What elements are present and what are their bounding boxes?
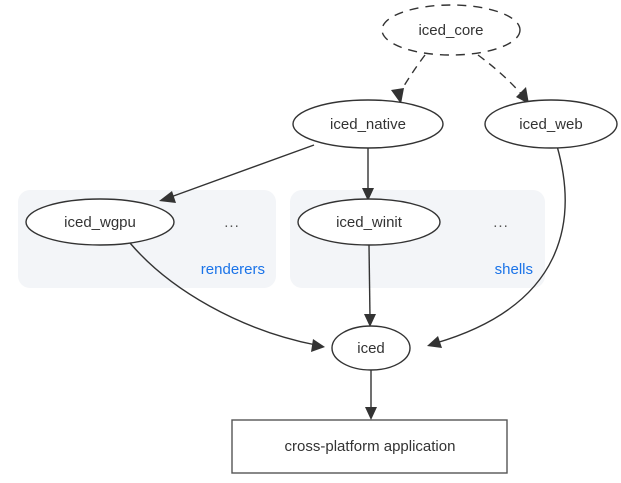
node-iced-label: iced [357, 340, 385, 357]
node-iced-winit[interactable]: iced_winit [297, 198, 441, 246]
node-iced-winit-label: iced_winit [336, 214, 403, 231]
node-iced-core[interactable]: iced_core [381, 4, 521, 56]
edge-iced-native-to-iced-wgpu [159, 144, 315, 203]
node-iced-core-shape [381, 4, 521, 56]
node-iced[interactable]: iced [331, 325, 411, 371]
node-iced-web-label: iced_web [519, 116, 582, 133]
cluster-label-shells: shells [495, 261, 533, 278]
node-iced-native-label: iced_native [330, 116, 406, 133]
node-iced-web[interactable]: iced_web [484, 99, 618, 149]
shells-ellipsis-label: ... [493, 214, 509, 231]
edge-iced-web-to-iced [427, 145, 566, 348]
node-iced-core-label: iced_core [418, 22, 483, 39]
node-iced-web-shape [484, 99, 618, 149]
edge-iced-to-application [365, 370, 377, 420]
edge-iced-winit-to-iced [364, 244, 376, 327]
node-iced-shape [331, 325, 411, 371]
node-iced-winit-shape [297, 198, 441, 246]
node-iced-native-shape [292, 99, 444, 149]
node-iced-wgpu-shape [25, 198, 175, 246]
edge-iced-wgpu-to-iced [129, 242, 325, 352]
node-cross-platform-application[interactable]: cross-platform application [231, 419, 508, 474]
cluster-label-renderers: renderers [201, 261, 265, 278]
edge-iced-core-to-iced-native [391, 54, 426, 104]
node-application-shape [231, 419, 508, 474]
node-iced-wgpu[interactable]: iced_wgpu [25, 198, 175, 246]
node-application-label: cross-platform application [285, 438, 456, 455]
node-iced-native[interactable]: iced_native [292, 99, 444, 149]
node-iced-wgpu-label: iced_wgpu [64, 214, 136, 231]
edge-iced-native-to-iced-winit [362, 148, 374, 201]
renderers-ellipsis-label: ... [224, 214, 240, 231]
edge-iced-core-to-iced-web [477, 54, 529, 104]
